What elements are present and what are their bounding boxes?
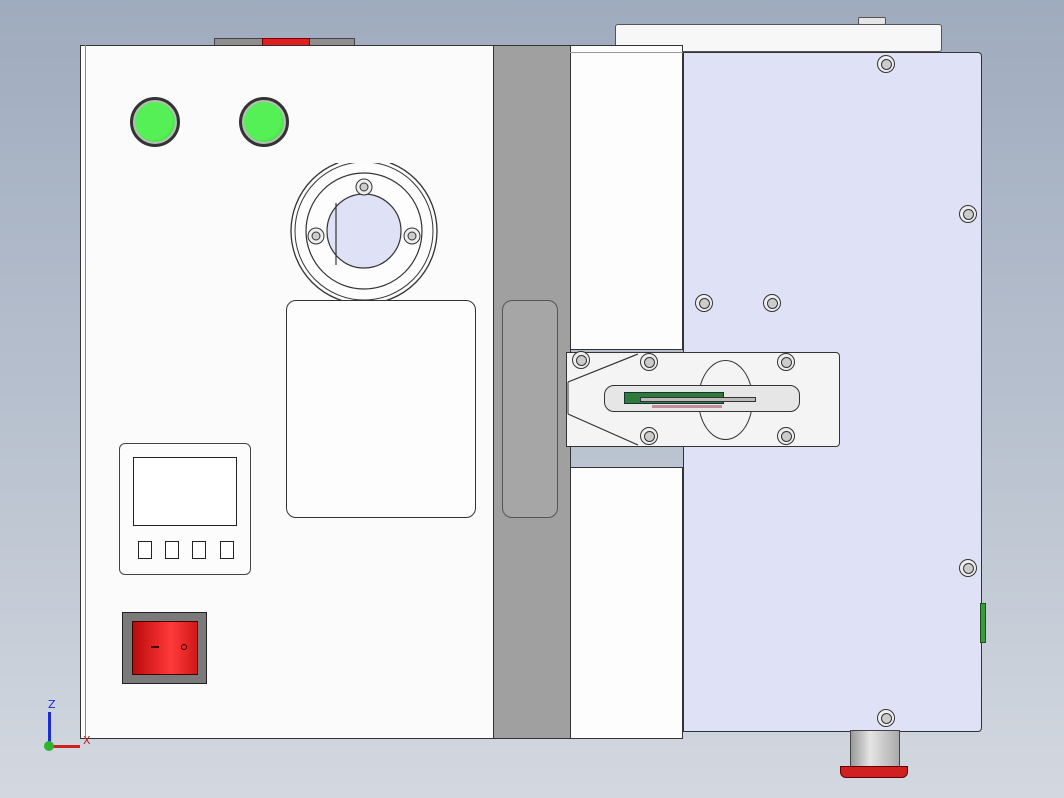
rocker-switch-icon[interactable] — [132, 621, 198, 675]
cabinet-edge — [80, 45, 86, 739]
screw-icon — [640, 427, 658, 445]
controller-display — [133, 457, 237, 526]
controller-key-2[interactable] — [165, 541, 179, 559]
column-bevel — [570, 45, 683, 53]
green-side-tab — [980, 603, 986, 643]
axis-z-label: Z — [48, 698, 56, 711]
screw-icon — [877, 709, 895, 727]
green-indicator-icon[interactable] — [239, 97, 289, 147]
screw-icon — [640, 353, 658, 371]
switch-on-mark — [151, 646, 159, 648]
access-window[interactable] — [286, 300, 476, 518]
bracket-wedge — [567, 353, 639, 446]
bottom-connector — [850, 730, 900, 770]
screw-icon — [572, 351, 590, 369]
axis-x-line — [48, 745, 80, 748]
screw-icon — [877, 55, 895, 73]
screw-icon — [763, 294, 781, 312]
axis-z-line — [48, 712, 51, 748]
switch-off-mark — [181, 644, 187, 650]
screw-icon — [695, 294, 713, 312]
round-port-icon — [290, 163, 438, 303]
white-column-upper — [570, 45, 683, 350]
controller-key-1[interactable] — [138, 541, 152, 559]
connector-red-cap — [840, 766, 908, 778]
screw-icon — [959, 205, 977, 223]
axis-x-label: X — [83, 734, 91, 747]
screw-icon — [959, 559, 977, 577]
door-handle-recess[interactable] — [502, 300, 558, 518]
white-column-lower — [570, 467, 683, 739]
axis-triad-icon — [44, 741, 54, 751]
screw-icon — [777, 353, 795, 371]
lid-knob — [858, 17, 886, 25]
sensor-bar — [640, 397, 756, 402]
controller-key-4[interactable] — [220, 541, 234, 559]
screw-icon — [777, 427, 795, 445]
controller-key-3[interactable] — [192, 541, 206, 559]
sensor-wire — [652, 405, 722, 408]
green-indicator-icon[interactable] — [130, 97, 180, 147]
